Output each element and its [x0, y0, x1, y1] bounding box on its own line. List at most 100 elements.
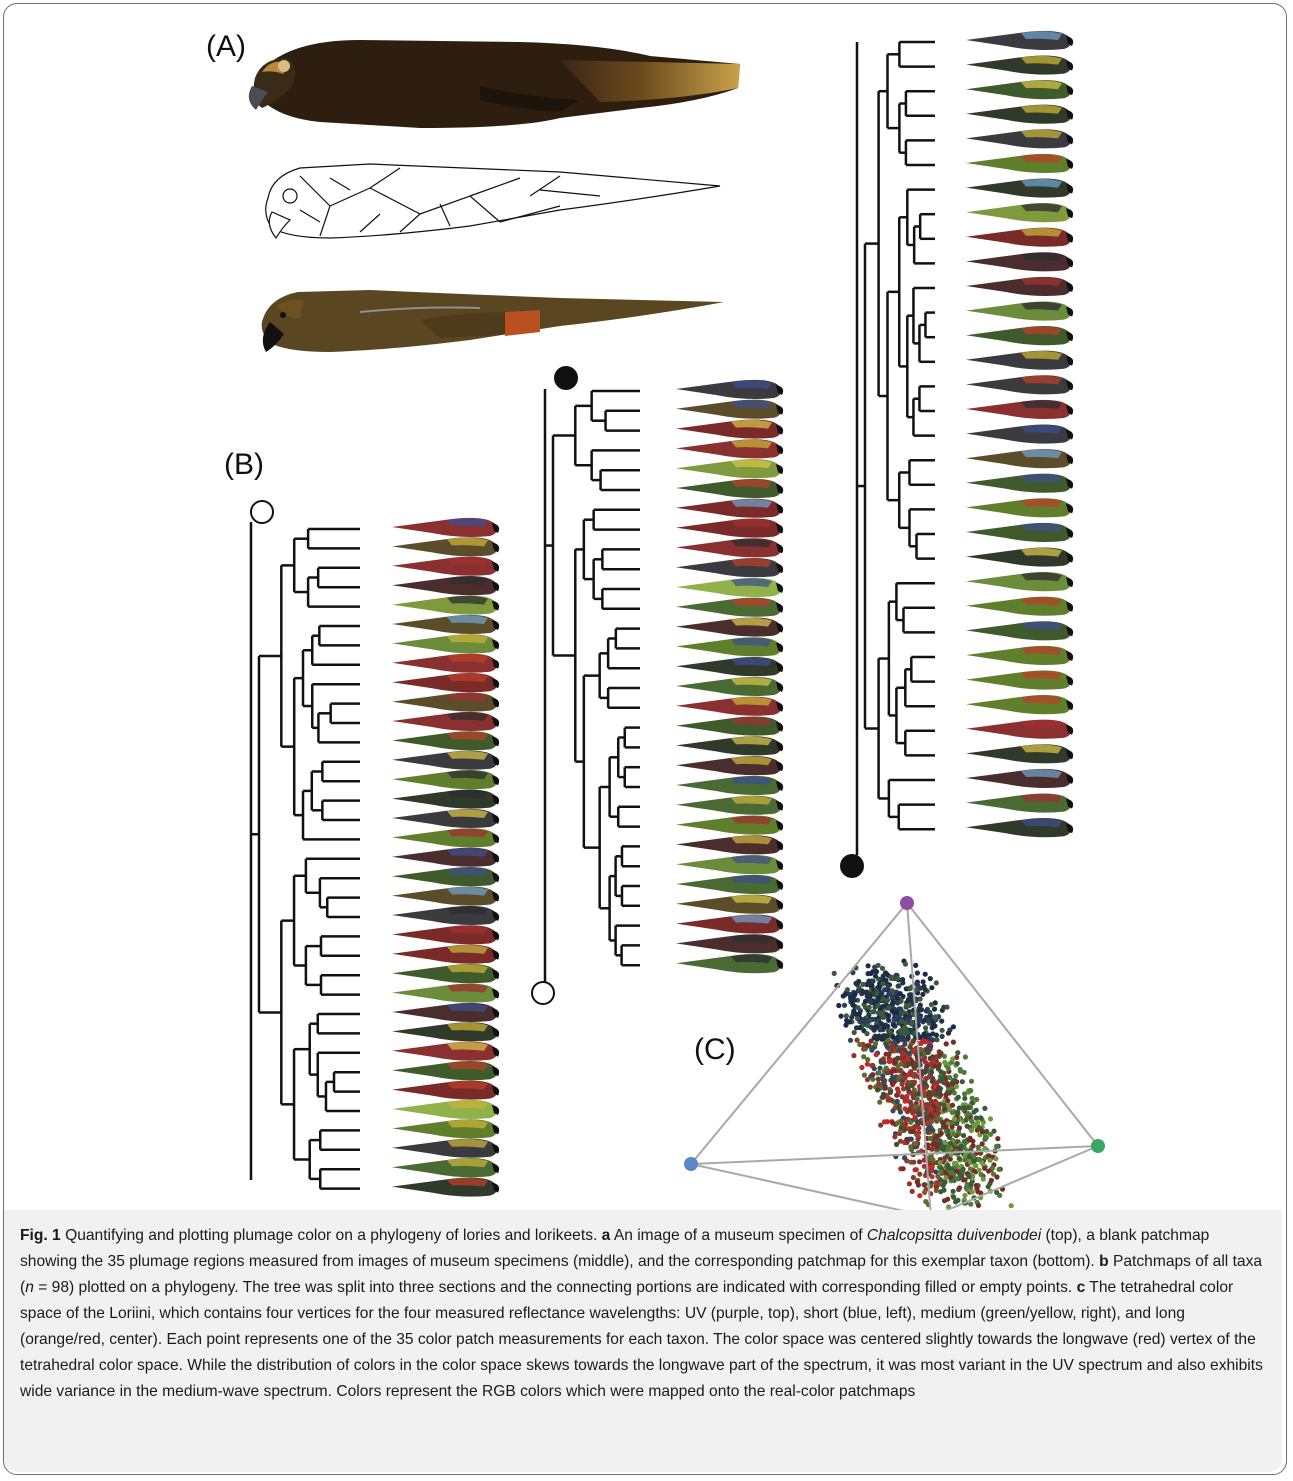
color-point — [936, 1111, 941, 1116]
tip-patchmap — [676, 558, 783, 577]
tip-patchmap — [392, 867, 499, 886]
color-point — [935, 1174, 940, 1179]
color-point — [890, 988, 895, 993]
tip-patchmap — [392, 751, 499, 770]
color-point — [923, 1059, 928, 1064]
color-point — [880, 966, 885, 971]
caption-a-text: An image of a museum specimen of — [610, 1227, 867, 1244]
color-point — [909, 1137, 914, 1142]
color-point — [946, 1066, 951, 1071]
color-point — [920, 992, 925, 997]
color-point — [950, 1103, 955, 1108]
tip-patchmap — [392, 1080, 499, 1099]
color-point — [909, 1147, 914, 1152]
color-point — [896, 984, 901, 989]
color-point — [886, 1013, 891, 1018]
tip-patchmap — [966, 720, 1073, 739]
tip-patchmap — [676, 419, 783, 438]
color-point — [925, 1047, 930, 1052]
color-point — [977, 1157, 982, 1162]
color-point — [860, 982, 865, 987]
color-point — [982, 1106, 987, 1111]
color-point — [995, 1136, 1000, 1141]
color-point — [988, 1132, 993, 1137]
color-point — [905, 1085, 910, 1090]
tip-patchmap — [676, 538, 783, 557]
color-point — [951, 1189, 956, 1194]
color-point — [874, 1052, 879, 1057]
tip-patchmap — [392, 828, 499, 847]
caption-fig-label: Fig. 1 — [20, 1227, 61, 1244]
specimen-photo — [249, 40, 740, 128]
color-point — [906, 998, 911, 1003]
tip-patchmap — [392, 945, 499, 964]
color-point — [959, 1173, 964, 1178]
color-point — [907, 1003, 912, 1008]
color-point — [869, 983, 874, 988]
color-point — [884, 1052, 889, 1057]
tip-patchmap — [392, 809, 499, 828]
color-point — [864, 1031, 869, 1036]
color-point — [896, 1034, 901, 1039]
color-point — [922, 1182, 927, 1187]
color-point — [946, 1144, 951, 1149]
color-point — [924, 1076, 929, 1081]
color-point — [924, 1064, 929, 1069]
color-point — [887, 1059, 892, 1064]
tip-patchmap — [392, 886, 499, 905]
color-point — [885, 1044, 890, 1049]
color-point — [941, 1005, 946, 1010]
color-point — [942, 1054, 947, 1059]
color-point — [898, 1006, 903, 1011]
color-point — [886, 1098, 891, 1103]
color-point — [952, 1132, 957, 1137]
color-point — [915, 1121, 920, 1126]
color-point — [886, 1018, 891, 1023]
color-point — [884, 998, 889, 1003]
color-point — [884, 1066, 889, 1071]
color-point — [993, 1156, 998, 1161]
color-point — [895, 1099, 900, 1104]
color-point — [881, 973, 886, 978]
color-point — [927, 1036, 932, 1041]
color-point — [842, 1003, 847, 1008]
color-point — [944, 1041, 949, 1046]
color-point — [890, 994, 895, 999]
color-point — [915, 1096, 920, 1101]
color-point — [966, 1111, 971, 1116]
color-point — [909, 1020, 914, 1025]
color-point — [903, 962, 908, 967]
tip-patchmap — [676, 479, 783, 498]
color-point — [987, 1158, 992, 1163]
color-point — [940, 1034, 945, 1039]
color-point — [940, 1028, 945, 1033]
tip-patchmap — [676, 875, 783, 894]
vertex-short — [684, 1157, 698, 1171]
color-point — [882, 987, 887, 992]
color-point — [898, 991, 903, 996]
tip-patchmap — [676, 756, 783, 775]
color-point — [876, 963, 881, 968]
color-point — [911, 1038, 916, 1043]
color-point — [889, 1070, 894, 1075]
color-point — [918, 996, 923, 1001]
color-point — [898, 1028, 903, 1033]
color-point — [977, 1168, 982, 1173]
color-point — [968, 1166, 973, 1171]
color-point — [855, 1038, 860, 1043]
color-point — [849, 998, 854, 1003]
color-point — [857, 1042, 862, 1047]
color-point — [874, 1024, 879, 1029]
color-point — [923, 972, 928, 977]
color-point — [865, 1062, 870, 1067]
tip-patchmap — [966, 55, 1073, 74]
tip-patchmap — [392, 1022, 499, 1041]
tip-patchmap — [676, 598, 783, 617]
color-point — [971, 1159, 976, 1164]
tip-patchmap — [966, 498, 1073, 517]
color-point — [996, 1167, 1001, 1172]
color-point — [906, 1051, 911, 1056]
color-point — [896, 1048, 901, 1053]
connector-point-filled-top — [554, 366, 578, 390]
color-point — [983, 1135, 988, 1140]
